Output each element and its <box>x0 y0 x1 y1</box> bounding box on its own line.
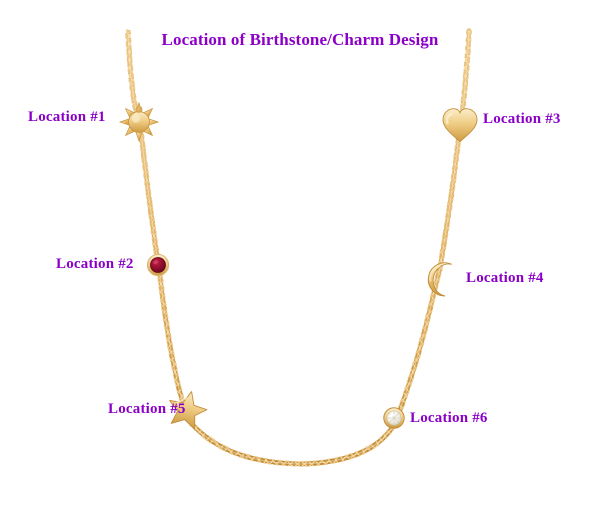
label-location-2: Location #2 <box>56 256 134 272</box>
charm-heart[interactable] <box>442 108 478 143</box>
label-location-6: Location #6 <box>410 410 488 426</box>
charm-diamond-birthstone[interactable] <box>383 407 405 429</box>
label-location-5: Location #5 <box>108 401 186 417</box>
charm-garnet-birthstone[interactable] <box>146 253 170 277</box>
chain-path <box>125 28 472 467</box>
charm-star[interactable] <box>164 387 210 431</box>
page-title: Location of Birthstone/Charm Design <box>161 30 439 49</box>
label-location-1: Location #1 <box>28 109 106 125</box>
label-location-4: Location #4 <box>466 270 544 286</box>
charm-sun[interactable] <box>118 101 160 143</box>
label-location-3: Location #3 <box>483 111 561 127</box>
charm-crescent-moon[interactable] <box>425 260 452 297</box>
